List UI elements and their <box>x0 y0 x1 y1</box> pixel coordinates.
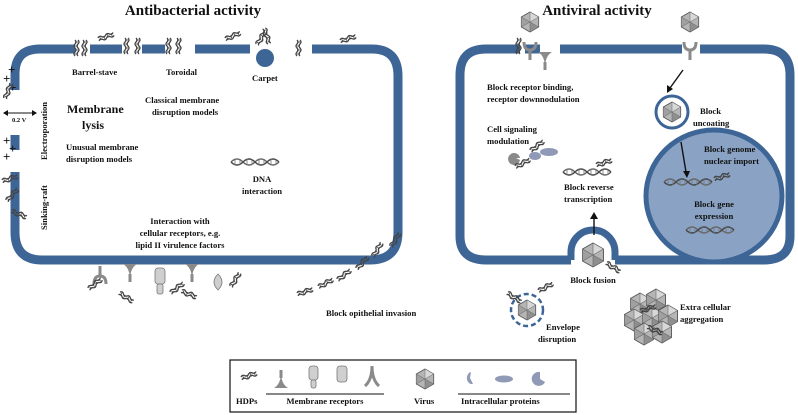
svg-text:+: + <box>3 71 10 86</box>
classical-label-1: Classical membrane <box>145 95 219 105</box>
unusual-label-2: disruption models <box>66 154 133 164</box>
gene-expression-label-2: expression <box>695 211 734 221</box>
fusion-arrowhead <box>590 212 598 219</box>
barrel-stave-label: Barrel-stave <box>72 67 117 77</box>
legend-box <box>229 359 577 413</box>
svg-text:+: + <box>3 133 10 148</box>
electroporation-label: Electroporation <box>39 102 49 160</box>
nuclear-import-arrowhead <box>683 171 690 178</box>
bacterial-receptors <box>86 230 403 305</box>
carpet-vesicle <box>256 49 274 67</box>
uncoating-label-2: uncoating <box>693 118 730 128</box>
bacterial-membrane <box>10 44 403 265</box>
legend-receptor-cyl-icon <box>336 365 348 383</box>
svg-text:+: + <box>3 149 10 164</box>
envelope-label-1: Envelope <box>546 322 580 332</box>
voltage-label: 0.2 V <box>12 117 27 124</box>
viral-dna-icon <box>562 168 612 176</box>
nuclear-import-label-2: nuclear import <box>704 156 759 166</box>
unusual-label-1: Unusual membrane <box>66 142 139 152</box>
legend-hdps: HDPs <box>236 396 258 406</box>
aggregation-label-1: Extra cellular <box>680 302 731 312</box>
reverse-transcription-label-1: Block reverse <box>564 182 614 192</box>
sinking-raft-label: Sinking-raft <box>39 185 49 230</box>
membrane-lysis-label-1: Membrane <box>67 102 124 116</box>
membrane-lysis-label-2: lysis <box>82 118 104 132</box>
nuclear-import-arrow <box>680 141 687 173</box>
host-membrane <box>455 44 795 265</box>
legend-virus: Virus <box>414 396 435 406</box>
receptors-label-1: Interaction with <box>150 216 210 226</box>
uncoating-arrow <box>669 69 684 89</box>
legend-protein-2-icon <box>495 375 513 383</box>
legend-protein-1-icon <box>466 372 473 385</box>
antiviral-receptors <box>515 11 700 70</box>
receptor-binding-label-2: receptor downnodulation <box>487 94 580 104</box>
signaling-label-1: Cell signaling <box>487 124 538 134</box>
fusion-virus-icon <box>582 242 604 268</box>
legend-membrane-receptors: Membrane receptors <box>287 396 365 406</box>
epithelial-label: Block opithelial invasion <box>326 308 416 318</box>
uncoating-arrowhead <box>667 85 673 93</box>
aggregation-label-2: aggregation <box>680 314 724 324</box>
envelope-label-2: disruption <box>538 334 576 344</box>
toroidal-label: Toroidal <box>166 67 198 77</box>
fusion-label: Block fusion <box>570 275 616 285</box>
signaling-proteins <box>508 138 558 171</box>
aggregation-cluster <box>623 288 679 346</box>
dna-label-2: interaction <box>242 186 282 196</box>
uncoating-label-1: Block <box>700 106 721 116</box>
carpet-label: Carpet <box>252 73 278 83</box>
classical-label-2: disruption models <box>152 107 219 117</box>
antiviral-title: Antiviral activity <box>542 3 652 19</box>
signaling-label-2: modulation <box>487 136 529 146</box>
nucleus <box>643 127 785 265</box>
reverse-transcription-hdp <box>595 156 614 169</box>
dna-label-1: DNA <box>253 174 272 184</box>
svg-text:+: + <box>8 62 15 77</box>
plus-signs: + + + + + + <box>3 62 16 164</box>
receptors-label-3: lipid II virulence factors <box>135 240 225 250</box>
svg-text:+: + <box>9 80 16 95</box>
legend-receptor-y-icon <box>363 365 381 388</box>
envelope-disruption <box>505 280 555 328</box>
svg-text:+: + <box>9 141 16 156</box>
voltage-arrow <box>3 110 37 116</box>
gene-expression-label-1: Block gene <box>694 199 734 209</box>
reverse-transcription-label-2: transcription <box>564 194 612 204</box>
legend-intracellular: Intracellular proteins <box>461 396 540 406</box>
antibacterial-title: Antibacterial activity <box>125 3 262 19</box>
legend-receptor-box-icon <box>308 365 319 381</box>
dna-icon <box>230 158 280 166</box>
nuclear-import-label-1: Block genome <box>704 144 756 154</box>
legend-protein-3-icon <box>531 371 545 386</box>
receptors-label-2: cellular receptors, e.g. <box>140 228 221 238</box>
receptor-binding-label-1: Block receptor binding, <box>487 82 573 92</box>
